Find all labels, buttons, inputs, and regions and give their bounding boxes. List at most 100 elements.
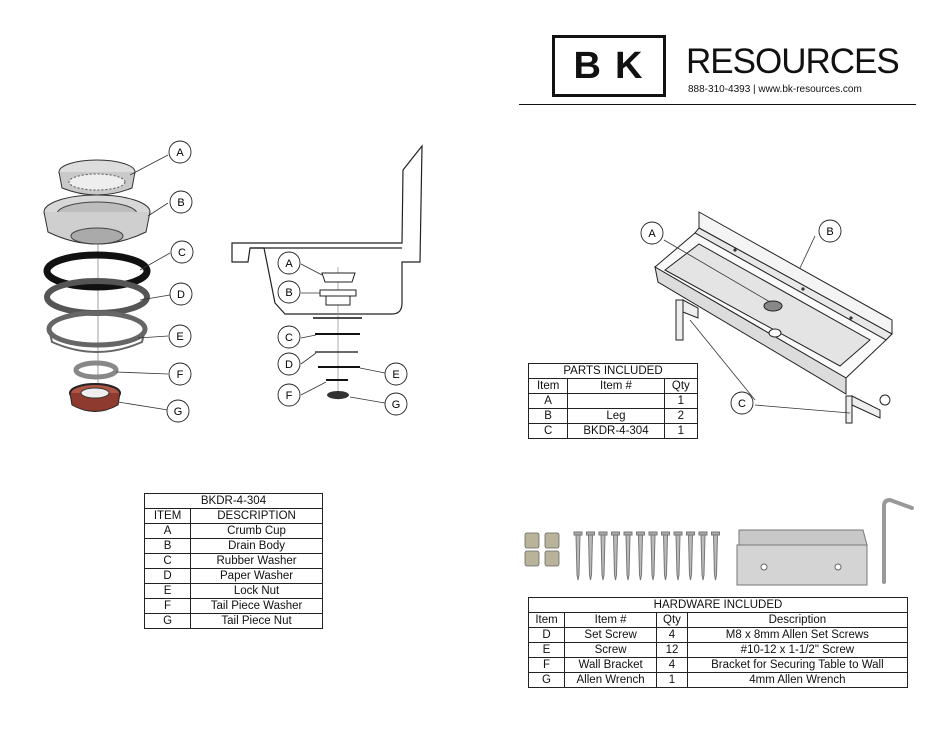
allen-wrench (882, 497, 914, 584)
drain-table-cell: G (143, 613, 192, 629)
screw-icon (623, 531, 633, 581)
callout-section-A: A (277, 251, 301, 275)
callout-exploded-D: D (169, 282, 193, 306)
callout-exploded-E: E (168, 324, 192, 348)
callout-sink-A: A (640, 221, 664, 245)
callout-sink-C: C (730, 391, 754, 415)
callout-exploded-B: B (169, 190, 193, 214)
set-screws (524, 532, 560, 567)
hardware-table-cell: Allen Wrench (564, 672, 658, 688)
parts-table-cell: 2 (663, 408, 699, 424)
drain-table-cell: Drain Body (190, 538, 323, 554)
svg-text:A: A (285, 258, 293, 270)
screw-icon (686, 531, 695, 581)
drain-table-title: BKDR-4-304 (144, 493, 323, 509)
drain-table-cell: Crumb Cup (190, 523, 323, 539)
svg-text:C: C (738, 398, 746, 410)
callout-sink-B: B (818, 219, 842, 243)
hardware-table-cell: 4 (656, 657, 688, 673)
svg-text:D: D (177, 289, 185, 301)
screw-icon (573, 531, 583, 581)
hardware-table-header-description: Description (686, 612, 909, 628)
tail-piece-washer-part (73, 360, 119, 380)
callout-exploded-C: C (170, 240, 194, 264)
svg-text:E: E (176, 331, 183, 343)
screw-icon (711, 531, 720, 581)
brand-logo-mark: BK (552, 35, 666, 97)
callout-exploded-A: A (168, 140, 192, 164)
hardware-table-cell: G (527, 672, 566, 688)
drain-table-cell: D (143, 568, 192, 584)
svg-text:F: F (177, 369, 184, 381)
screw-icon (636, 531, 645, 581)
parts-table-cell: C (527, 423, 569, 439)
drain-table-header-description: DESCRIPTION (190, 508, 323, 524)
tail-piece-nut-part (69, 383, 121, 412)
parts-table-cell: 1 (663, 423, 699, 439)
svg-text:C: C (285, 332, 293, 344)
svg-text:A: A (648, 228, 656, 240)
svg-text:E: E (392, 369, 399, 381)
rubber-washer-part (43, 251, 151, 291)
lock-nut-part (46, 310, 148, 353)
parts-table-cell: B (527, 408, 569, 424)
screw-icon (598, 531, 608, 581)
header-divider (519, 104, 916, 105)
drain-table-cell: F (143, 598, 192, 614)
screw-icon (673, 531, 683, 581)
drain-table-cell: Tail Piece Washer (190, 598, 323, 614)
hardware-table-cell: 12 (656, 642, 688, 658)
brand-name: RESOURCES (686, 42, 900, 81)
drain-body-part (43, 194, 151, 245)
wall-bracket (736, 529, 868, 586)
callout-section-E: E (384, 362, 408, 386)
screw-icon (586, 531, 595, 581)
parts-table-cell: A (527, 393, 569, 409)
parts-table-header-item-number: Item # (567, 378, 665, 394)
parts-table-cell (567, 393, 665, 409)
hardware-table-cell: #10-12 x 1-1/2" Screw (686, 642, 909, 658)
parts-table-header-qty: Qty (663, 378, 699, 394)
svg-text:D: D (285, 359, 293, 371)
hardware-table-cell: 4mm Allen Wrench (686, 672, 909, 688)
parts-table-cell: 1 (663, 393, 699, 409)
hardware-table-cell: Set Screw (564, 627, 658, 643)
drain-table-cell: Rubber Washer (190, 553, 323, 569)
screw-icon (648, 531, 658, 581)
screw-icon (698, 531, 708, 581)
screws (573, 531, 720, 581)
parts-table-cell: BKDR-4-304 (567, 423, 665, 439)
parts-table-cell: Leg (567, 408, 665, 424)
svg-text:A: A (176, 147, 184, 159)
svg-text:F: F (286, 390, 293, 402)
drain-table-cell: C (143, 553, 192, 569)
svg-text:B: B (285, 287, 292, 299)
hardware-table-header-item: Item (527, 612, 566, 628)
hardware-included-table: HARDWARE INCLUDED Item Item # Qty Descri… (527, 597, 909, 688)
drain-table-cell: Lock Nut (190, 583, 323, 599)
svg-text:C: C (178, 247, 186, 259)
callout-exploded-F: F (168, 362, 192, 386)
parts-table-header-item: Item (527, 378, 569, 394)
callout-exploded-G: G (166, 399, 190, 423)
drain-table-cell: B (143, 538, 192, 554)
svg-text:G: G (392, 399, 401, 411)
